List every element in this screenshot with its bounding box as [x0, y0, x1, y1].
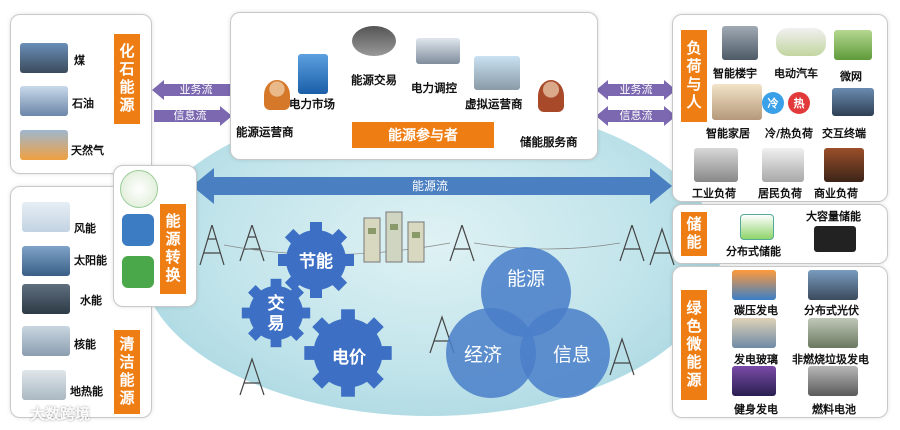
gear-dianjia-label: 电价	[332, 348, 366, 368]
right-information-flow: 信息流	[619, 109, 653, 122]
geothermal-label: 地热能	[70, 385, 103, 398]
load-residential: 居民负荷	[758, 187, 802, 200]
participant-power-dispatch: 电力调控	[411, 81, 457, 95]
circle-information: 信息	[520, 308, 610, 398]
energy-trading-icon	[352, 26, 396, 56]
power-conversion-icon	[122, 256, 154, 288]
gears-group	[241, 222, 392, 397]
industrial-load-icon	[694, 148, 738, 182]
hydro-label: 水能	[80, 294, 102, 307]
energy-conversion-title: 能源转换	[160, 204, 186, 294]
load-microgrid: 微网	[840, 70, 862, 83]
participant-energy-trading: 能源交易	[351, 73, 397, 87]
fossil-energy-title: 化石能源	[114, 34, 140, 124]
circle-economy-label: 经济	[463, 343, 502, 366]
storage-panel	[672, 204, 888, 264]
green-fitness-power: 健身发电	[734, 403, 778, 416]
operator-avatar	[264, 80, 290, 110]
virtual-operator-icon	[474, 56, 520, 90]
fuel-conversion-icon	[120, 170, 158, 208]
left-business-flow: 业务流	[179, 83, 213, 96]
storage-distributed: 分布式储能	[726, 245, 781, 258]
solar-icon	[22, 246, 70, 276]
power-glass-icon	[732, 318, 776, 348]
microgrid-icon	[834, 30, 872, 60]
gear-jieneng-label: 节能	[299, 252, 333, 272]
interactive-terminal-icon	[832, 88, 874, 116]
hydro-icon	[22, 284, 70, 314]
participant-storage-provider: 储能服务商	[520, 135, 578, 149]
wind-icon	[22, 202, 70, 232]
left-flow-arrows	[152, 80, 232, 126]
participant-energy-operator: 能源运营商	[236, 125, 294, 139]
load-commercial: 商业负荷	[814, 187, 858, 200]
left-information-flow: 信息流	[173, 109, 207, 122]
circle-information-label: 信息	[552, 343, 591, 366]
wind-label: 风能	[74, 222, 96, 235]
participants-title: 能源参与者	[352, 122, 494, 148]
storage-title: 储能	[681, 212, 707, 256]
green-non-combustion-waste: 非燃烧垃圾发电	[792, 353, 869, 366]
load-interactive-terminal: 交互终端	[822, 127, 866, 140]
energy-flow-label: 能源流	[411, 178, 448, 193]
power-dispatch-icon	[416, 38, 460, 64]
right-flow-arrows	[596, 80, 676, 126]
hot-icon: 热	[788, 92, 810, 114]
smart-home-icon	[712, 84, 762, 120]
oil-label: 石油	[72, 97, 94, 110]
coal-label: 煤	[74, 54, 85, 67]
nuclear-label: 核能	[74, 338, 96, 351]
energy-flow-arrow	[192, 168, 672, 204]
smart-building-icon	[722, 26, 758, 60]
cold-icon: 冷	[762, 92, 784, 114]
cycle-conversion-icon	[122, 214, 154, 246]
participant-virtual-operator: 虚拟运营商	[465, 97, 523, 111]
distributed-pv-icon	[808, 270, 858, 300]
fitness-power-icon	[732, 366, 776, 396]
natural-gas-label: 天然气	[71, 144, 104, 157]
commercial-load-icon	[824, 148, 864, 182]
load-electric-car: 电动汽车	[774, 67, 818, 80]
distributed-storage-icon	[740, 214, 774, 240]
load-cold-hot: 冷/热负荷	[765, 127, 814, 140]
fuel-cell-icon	[808, 366, 858, 396]
natural-gas-icon	[20, 130, 68, 160]
watermark-logo: 大数跨境	[6, 403, 90, 424]
green-power-glass: 发电玻璃	[734, 353, 778, 366]
load-smart-home: 智能家居	[706, 127, 750, 140]
residential-load-icon	[762, 148, 804, 182]
large-battery-icon	[814, 226, 856, 252]
storage-large-capacity: 大容量储能	[806, 210, 861, 223]
circle-energy-label: 能源	[506, 267, 545, 290]
right-business-flow: 业务流	[619, 83, 653, 96]
load-smart-building: 智能楼宇	[713, 67, 757, 80]
non-combustion-waste-icon	[808, 318, 858, 348]
power-market-icon	[298, 54, 328, 94]
load-industrial: 工业负荷	[692, 187, 736, 200]
green-fuel-cell: 燃料电池	[812, 403, 856, 416]
substation-icon	[363, 211, 425, 263]
nuclear-icon	[22, 326, 70, 356]
solar-label: 太阳能	[74, 254, 107, 267]
green-distributed-pv: 分布式光伏	[804, 304, 859, 317]
circle-economy: 经济	[446, 308, 536, 398]
clean-energy-title: 清洁能源	[114, 330, 140, 414]
green-carbon-pressure: 碳压发电	[734, 304, 778, 317]
coal-icon	[20, 43, 68, 73]
green-micro-energy-title: 绿色微能源	[681, 290, 707, 400]
watermark-text: 大数跨境	[30, 405, 91, 423]
participant-power-market: 电力市场	[289, 97, 335, 111]
gear-jiaoyi-label: 交易	[267, 294, 285, 334]
geothermal-icon	[22, 370, 66, 400]
load-people-title: 负荷与人	[681, 30, 707, 122]
electric-car-icon	[776, 28, 826, 56]
oil-icon	[20, 86, 68, 116]
storage-provider-avatar	[538, 80, 564, 112]
carbon-pressure-power-icon	[732, 270, 776, 300]
